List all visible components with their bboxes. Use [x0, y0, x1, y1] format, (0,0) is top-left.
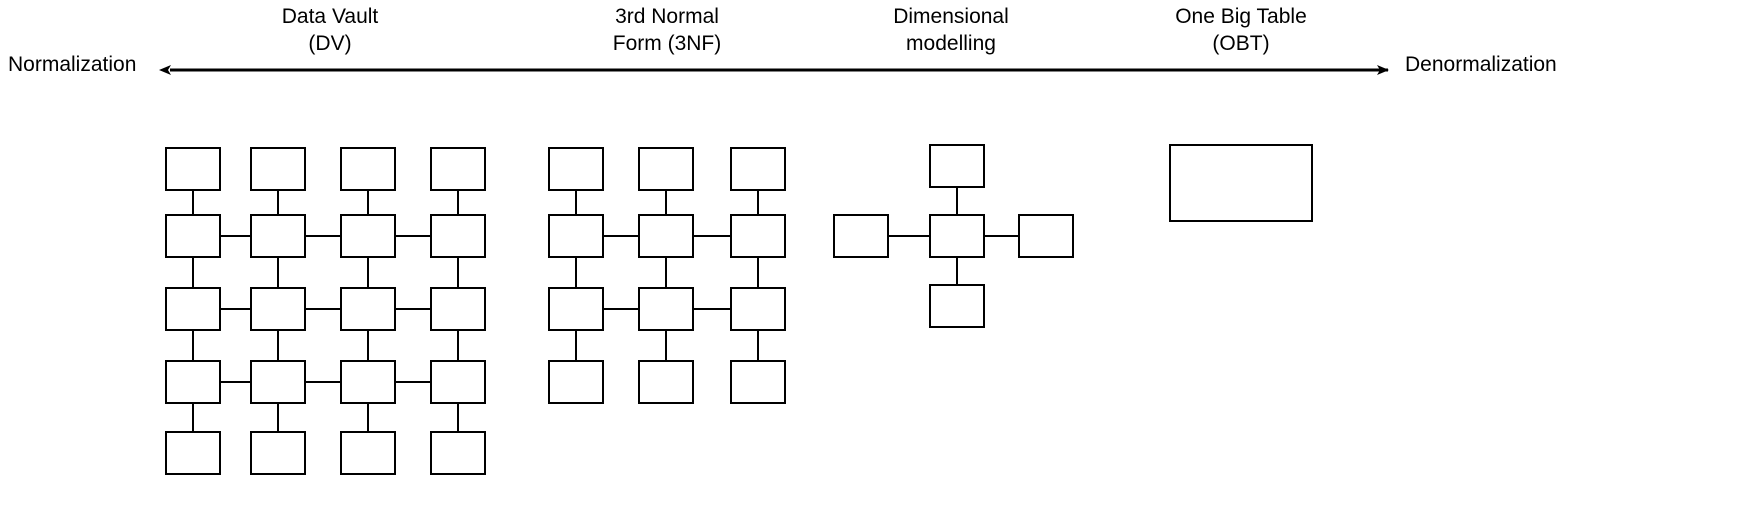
dv-table-box — [430, 287, 486, 331]
dv-horizontal-connectors — [220, 235, 431, 383]
dv-table-box — [430, 431, 486, 475]
nf-vertical-connectors — [575, 190, 759, 361]
nf-horizontal-connectors — [603, 235, 731, 310]
dv-table-box — [250, 360, 306, 404]
schema-dimensional-modelling — [833, 144, 1074, 328]
nf-table-box — [730, 360, 786, 404]
dv-table-box — [250, 287, 306, 331]
nf-table-box — [638, 214, 694, 258]
axis-label-normalization: Normalization — [8, 53, 137, 76]
dim-fact-table-box — [929, 214, 985, 258]
approach-label-one-big-table: One Big Table (OBT) — [1175, 5, 1307, 55]
dv-table-box — [165, 214, 221, 258]
dv-table-box — [250, 214, 306, 258]
nf-table-box — [730, 214, 786, 258]
obt-table-box — [1169, 144, 1313, 222]
dv-table-box — [430, 360, 486, 404]
dv-table-box — [430, 147, 486, 191]
dv-table-box — [250, 431, 306, 475]
nf-table-box — [638, 147, 694, 191]
nf-table-box — [548, 214, 604, 258]
dv-table-box — [250, 147, 306, 191]
dv-table-box — [340, 431, 396, 475]
dv-table-box — [340, 147, 396, 191]
approach-label-dimensional-modelling: Dimensional modelling — [893, 5, 1009, 55]
approach-label-third-normal-form: 3rd Normal Form (3NF) — [612, 5, 722, 55]
dv-table-box — [165, 147, 221, 191]
schema-one-big-table — [1169, 144, 1313, 222]
dim-table-box-top — [929, 144, 985, 188]
dim-table-box-right — [1018, 214, 1074, 258]
dim-table-box-bottom — [929, 284, 985, 328]
dv-table-box — [165, 287, 221, 331]
axis-label-denormalization: Denormalization — [1405, 53, 1557, 76]
nf-table-box — [548, 147, 604, 191]
star-connectors — [888, 187, 1019, 285]
dv-vertical-connectors — [192, 190, 459, 432]
dv-table-box — [340, 287, 396, 331]
nf-table-box — [548, 287, 604, 331]
nf-table-box — [548, 360, 604, 404]
schema-third-normal-form — [548, 147, 786, 404]
nf-table-box — [730, 287, 786, 331]
dv-table-box — [165, 431, 221, 475]
dv-table-box — [165, 360, 221, 404]
nf-table-box — [638, 360, 694, 404]
dv-table-box — [340, 360, 396, 404]
nf-table-box — [638, 287, 694, 331]
schema-data-vault — [165, 147, 486, 475]
nf-table-box — [730, 147, 786, 191]
dim-table-box-left — [833, 214, 889, 258]
dv-table-box — [340, 214, 396, 258]
dv-table-box — [430, 214, 486, 258]
approach-label-data-vault: Data Vault (DV) — [281, 5, 379, 55]
